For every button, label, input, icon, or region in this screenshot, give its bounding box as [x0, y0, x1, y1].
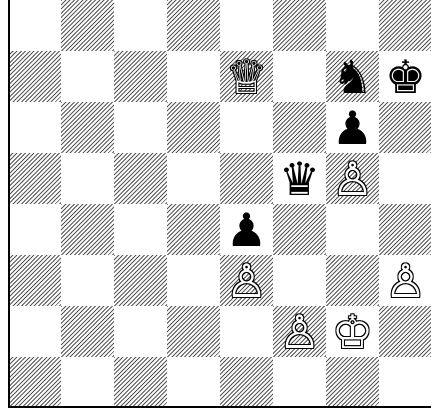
square-h7[interactable]: ♚ — [379, 51, 431, 102]
square-c7[interactable] — [114, 51, 167, 102]
square-g6[interactable]: ♟ — [326, 102, 379, 153]
square-e5[interactable] — [220, 153, 273, 204]
square-f3[interactable] — [273, 255, 326, 306]
square-h6[interactable] — [379, 102, 431, 153]
white-pawn-icon[interactable]: ♙ — [279, 309, 320, 355]
square-a1[interactable] — [8, 357, 61, 408]
square-e4[interactable]: ♟ — [220, 204, 273, 255]
white-king-icon[interactable]: ♔ — [332, 309, 373, 355]
square-h8[interactable] — [379, 0, 431, 51]
black-queen-icon[interactable]: ♛ — [279, 156, 320, 202]
square-a5[interactable] — [8, 153, 61, 204]
square-c1[interactable] — [114, 357, 167, 408]
square-b4[interactable] — [61, 204, 114, 255]
square-b8[interactable] — [61, 0, 114, 51]
square-d2[interactable] — [167, 306, 220, 357]
square-a3[interactable] — [8, 255, 61, 306]
square-g8[interactable] — [326, 0, 379, 51]
square-f5[interactable]: ♛ — [273, 153, 326, 204]
square-e1[interactable] — [220, 357, 273, 408]
square-h4[interactable] — [379, 204, 431, 255]
white-pawn-icon[interactable]: ♙ — [226, 258, 267, 304]
square-c8[interactable] — [114, 0, 167, 51]
square-g1[interactable] — [326, 357, 379, 408]
square-b3[interactable] — [61, 255, 114, 306]
square-a8[interactable] — [8, 0, 61, 51]
square-c3[interactable] — [114, 255, 167, 306]
square-f4[interactable] — [273, 204, 326, 255]
square-b2[interactable] — [61, 306, 114, 357]
square-e2[interactable] — [220, 306, 273, 357]
square-h5[interactable] — [379, 153, 431, 204]
black-pawn-icon[interactable]: ♟ — [332, 105, 373, 151]
black-king-icon[interactable]: ♚ — [385, 54, 426, 100]
square-c6[interactable] — [114, 102, 167, 153]
square-d7[interactable] — [167, 51, 220, 102]
white-queen-icon[interactable]: ♕ — [226, 54, 267, 100]
square-c2[interactable] — [114, 306, 167, 357]
square-a4[interactable] — [8, 204, 61, 255]
square-g7[interactable]: ♞ — [326, 51, 379, 102]
square-f2[interactable]: ♙ — [273, 306, 326, 357]
square-c5[interactable] — [114, 153, 167, 204]
square-f6[interactable] — [273, 102, 326, 153]
square-f1[interactable] — [273, 357, 326, 408]
square-d3[interactable] — [167, 255, 220, 306]
square-a6[interactable] — [8, 102, 61, 153]
square-e6[interactable] — [220, 102, 273, 153]
square-b7[interactable] — [61, 51, 114, 102]
black-knight-icon[interactable]: ♞ — [332, 54, 373, 100]
square-c4[interactable] — [114, 204, 167, 255]
square-d1[interactable] — [167, 357, 220, 408]
square-f8[interactable] — [273, 0, 326, 51]
square-a7[interactable] — [8, 51, 61, 102]
square-h1[interactable] — [379, 357, 431, 408]
square-a2[interactable] — [8, 306, 61, 357]
black-pawn-icon[interactable]: ♟ — [226, 207, 267, 253]
square-b1[interactable] — [61, 357, 114, 408]
square-g4[interactable] — [326, 204, 379, 255]
square-g3[interactable] — [326, 255, 379, 306]
chess-board: ♕ ♞ ♚ ♟ ♛ ♙ ♟ ♙ ♙ ♙ ♔ — [8, 0, 431, 408]
square-e3[interactable]: ♙ — [220, 255, 273, 306]
square-d6[interactable] — [167, 102, 220, 153]
square-b6[interactable] — [61, 102, 114, 153]
square-e7[interactable]: ♕ — [220, 51, 273, 102]
square-f7[interactable] — [273, 51, 326, 102]
square-e8[interactable] — [220, 0, 273, 51]
square-d4[interactable] — [167, 204, 220, 255]
square-h3[interactable]: ♙ — [379, 255, 431, 306]
square-d8[interactable] — [167, 0, 220, 51]
square-b5[interactable] — [61, 153, 114, 204]
white-pawn-icon[interactable]: ♙ — [332, 156, 373, 202]
square-h2[interactable] — [379, 306, 431, 357]
square-g2[interactable]: ♔ — [326, 306, 379, 357]
square-g5[interactable]: ♙ — [326, 153, 379, 204]
white-pawn-icon[interactable]: ♙ — [385, 258, 426, 304]
square-d5[interactable] — [167, 153, 220, 204]
